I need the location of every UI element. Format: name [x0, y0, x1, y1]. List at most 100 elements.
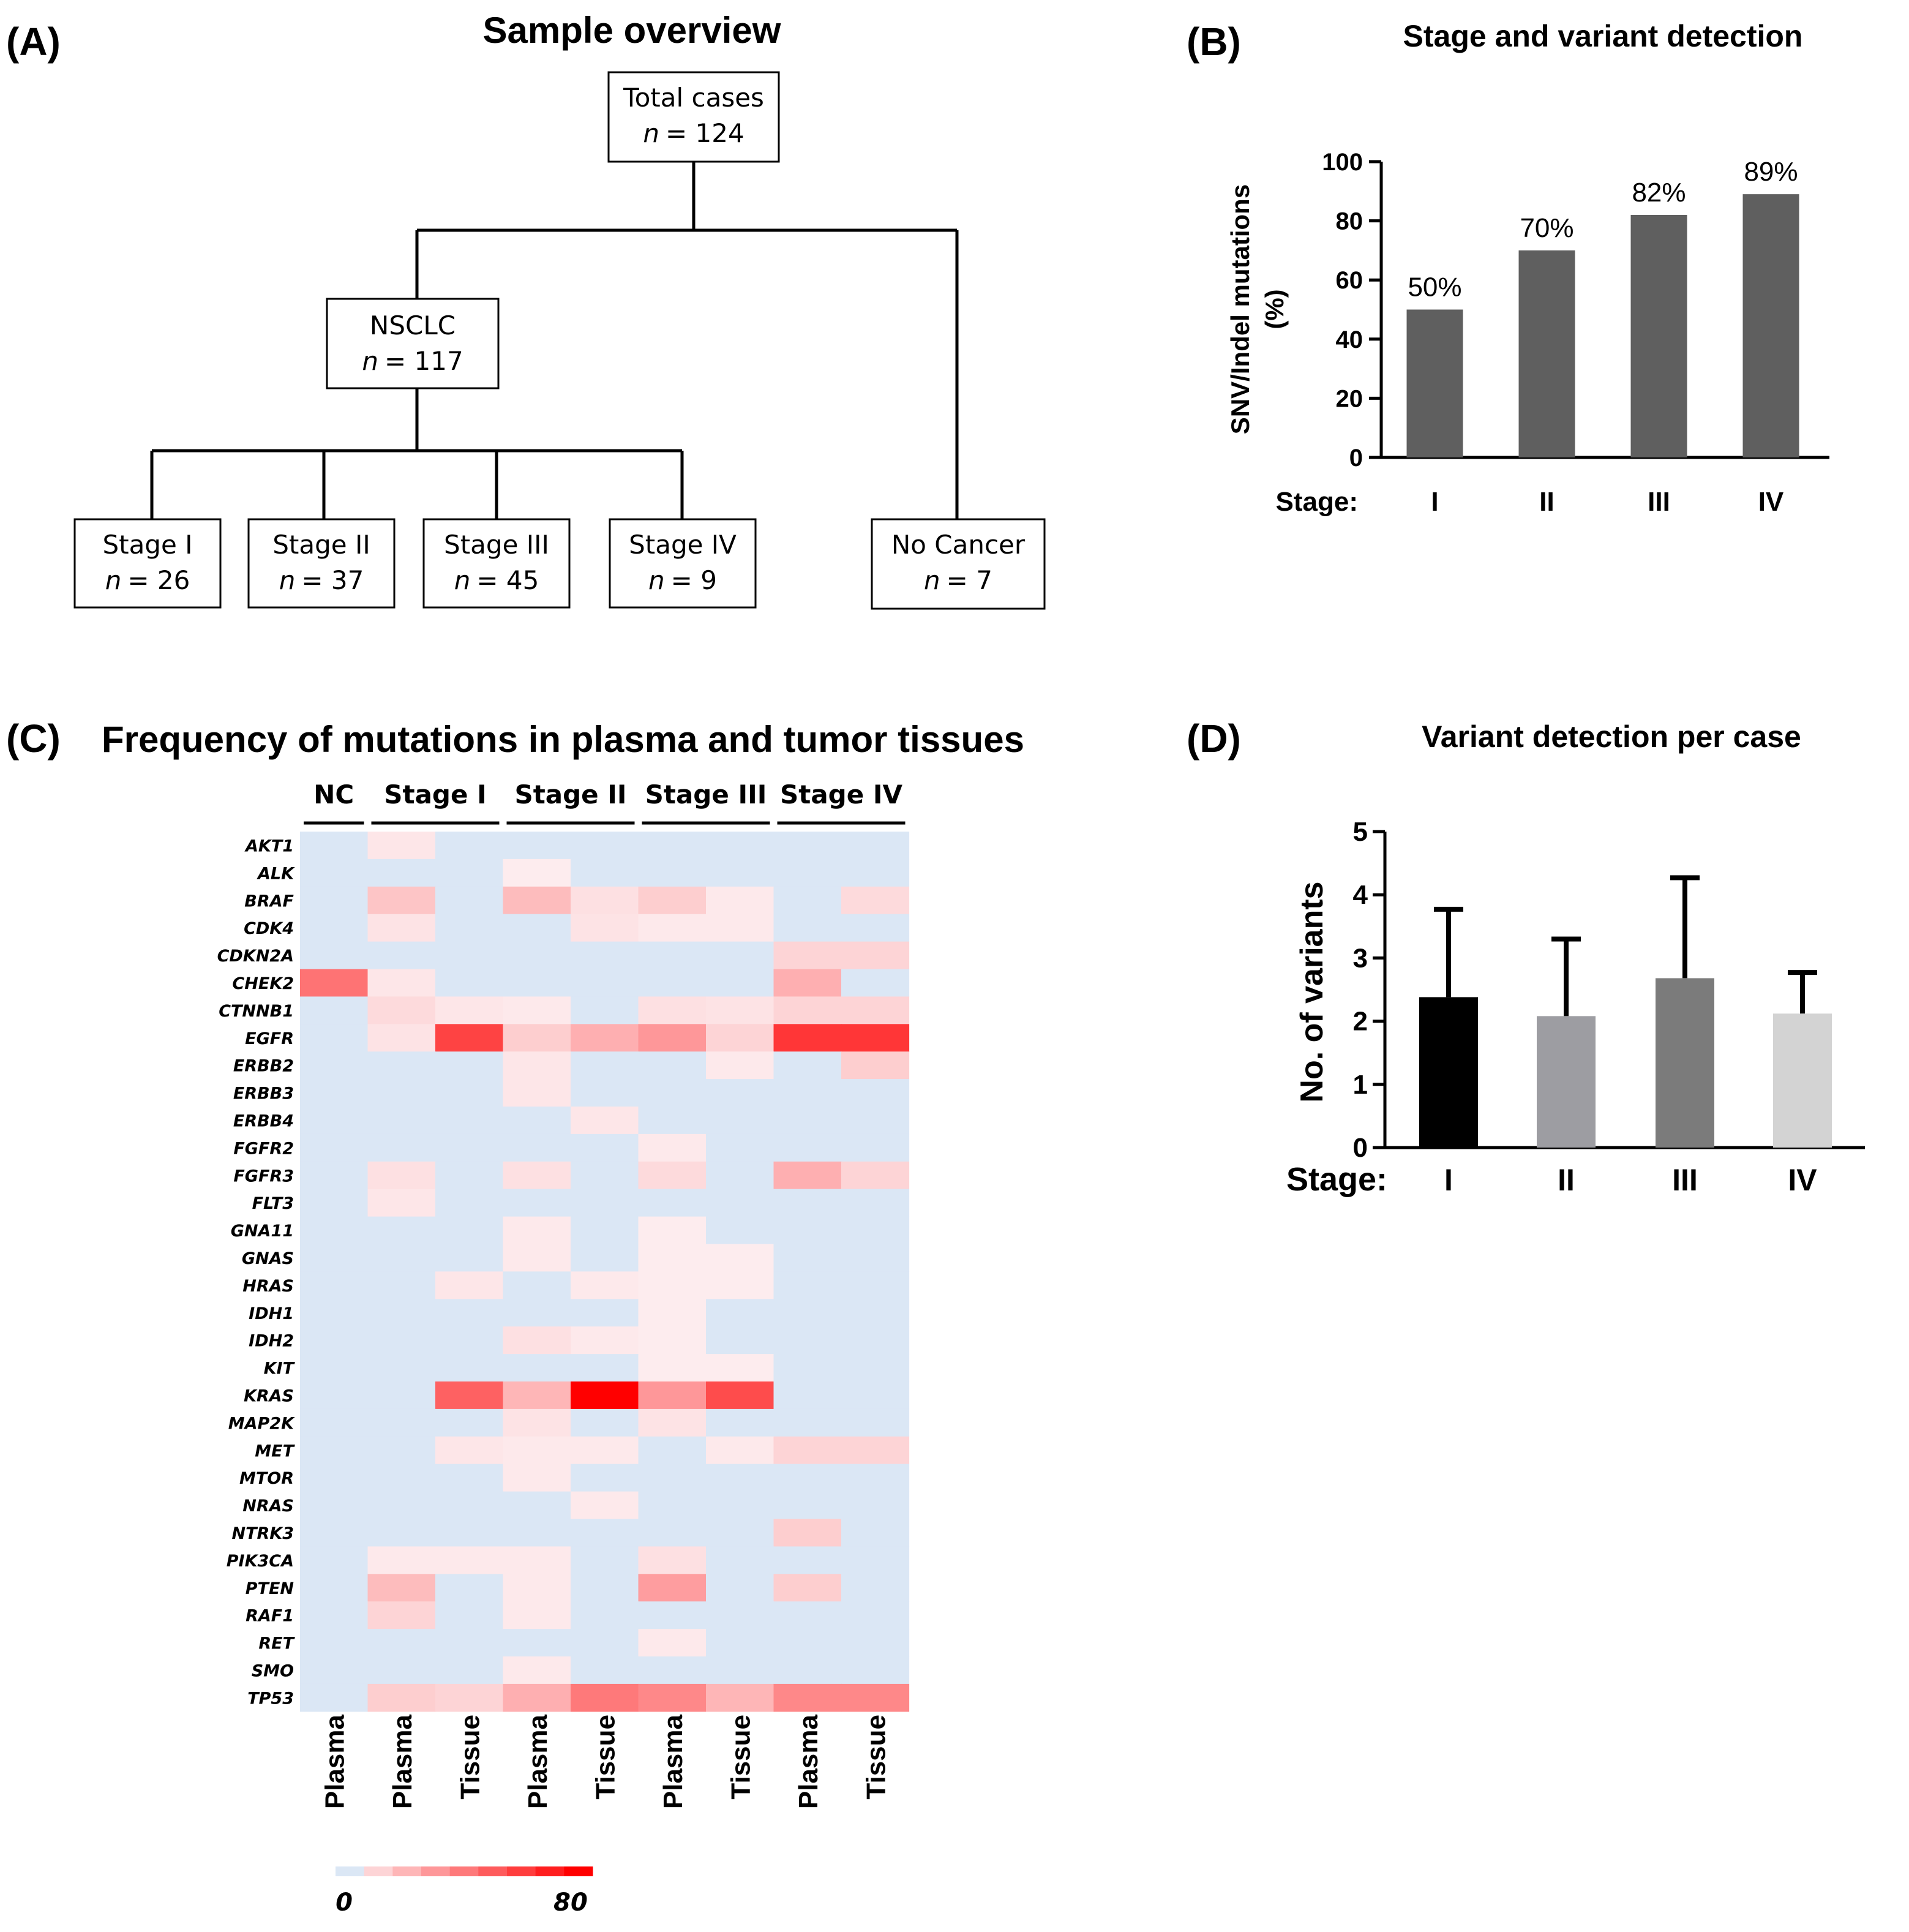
heatmap-cell [571, 1408, 639, 1437]
gene-row-label: AKT1 [244, 836, 294, 855]
heatmap-cell [300, 1656, 369, 1685]
gene-row-label: GNA11 [231, 1222, 294, 1241]
column-label: Tissue [590, 1715, 620, 1800]
heatmap-cell [300, 1601, 369, 1629]
n-value: = 117 [384, 346, 463, 376]
svg-text:n= 117: n= 117 [362, 346, 463, 376]
heatmap-cell [503, 1133, 571, 1162]
heatmap-cell [503, 1574, 571, 1602]
heatmap-cell [503, 859, 571, 887]
heatmap-cell [841, 1161, 910, 1190]
x-tick-label: IV [1788, 1163, 1817, 1197]
column-label: Tissue [726, 1715, 756, 1800]
heatmap-cell [300, 1133, 369, 1162]
y-tick-label: 4 [1353, 880, 1368, 910]
color-scale-swatch [364, 1866, 393, 1876]
heatmap-cell [773, 1161, 842, 1190]
heatmap-cell [773, 1299, 842, 1327]
gene-row-label: PIK3CA [227, 1552, 294, 1571]
heatmap-cell [773, 914, 842, 942]
heatmap-cell [300, 1519, 369, 1547]
heatmap-cell [571, 832, 639, 860]
heatmap-cell [300, 1216, 369, 1245]
heatmap-cell [503, 1107, 571, 1135]
x-tick-label: II [1539, 487, 1554, 517]
gene-row-label: IDH1 [249, 1304, 294, 1323]
heatmap-cell [571, 1381, 639, 1410]
heatmap-cell [638, 1519, 707, 1547]
heatmap-cell [638, 1299, 707, 1327]
heatmap-cell [841, 832, 910, 860]
heatmap-cell [773, 1244, 842, 1272]
heatmap-cell [706, 1574, 774, 1602]
heatmap-cell [435, 1271, 504, 1299]
y-tick-label: 0 [1353, 1133, 1368, 1163]
svg-text:n= 45: n= 45 [454, 565, 539, 595]
heatmap-cell [300, 1189, 369, 1217]
gene-row-label: RET [258, 1634, 295, 1653]
heatmap-cell [435, 1107, 504, 1135]
node-no-cancer: No Cancer n= 7 [871, 518, 1046, 610]
heatmap-cell [706, 1024, 774, 1052]
heatmap-cell [706, 1079, 774, 1107]
heatmap-cell [773, 1354, 842, 1382]
heatmap-cell [841, 1491, 910, 1520]
panel-letter-c: (C) [6, 716, 61, 761]
x-axis-label: Stage: [1286, 1161, 1387, 1198]
node-label: Stage IV [629, 530, 737, 560]
heatmap-cell [503, 1408, 571, 1437]
heatmap-cell [638, 1574, 707, 1602]
heatmap-cell [773, 1381, 842, 1410]
heatmap-cell [841, 969, 910, 997]
heatmap-cell [435, 832, 504, 860]
heatmap-cell [503, 1519, 571, 1547]
heatmap-cell [435, 886, 504, 915]
heatmap-cell [773, 1079, 842, 1107]
y-axis-label-line1: SNV/Indel mutations [1226, 184, 1255, 434]
heatmap-cell [773, 832, 842, 860]
group-header-label: Stage I [384, 780, 486, 810]
heatmap-cell [773, 996, 842, 1024]
heatmap-cell [638, 1271, 707, 1299]
heatmap-cell [706, 1189, 774, 1217]
heatmap-cell [435, 1381, 504, 1410]
heatmap-cell [503, 1656, 571, 1685]
heatmap-cell [367, 859, 436, 887]
heatmap-cell [706, 1683, 774, 1712]
node-stage-ii: Stage II n= 37 [247, 518, 396, 609]
heatmap-cell [367, 1216, 436, 1245]
heatmap-cell [841, 996, 910, 1024]
heatmap-cell [367, 1079, 436, 1107]
heatmap-cell [841, 1436, 910, 1465]
heatmap-cell [638, 1354, 707, 1382]
heatmap-cell [435, 1436, 504, 1465]
x-axis-label: Stage: [1276, 487, 1358, 517]
node-label: No Cancer [891, 530, 1026, 560]
heatmap-cell [435, 1656, 504, 1685]
heatmap-cell [367, 1574, 436, 1602]
heatmap-cell [300, 1079, 369, 1107]
heatmap-cell [841, 1601, 910, 1629]
n-symbol: n [648, 565, 665, 595]
chart-b: 02040608010050%I70%II82%III89%IVStage:SN… [1226, 149, 1829, 517]
heatmap-cell [638, 886, 707, 915]
bar-data-label: 50% [1408, 273, 1461, 303]
heatmap-cell [367, 832, 436, 860]
bar [1419, 997, 1478, 1148]
column-label: Tissue [861, 1715, 891, 1800]
heatmap-cell [571, 1656, 639, 1685]
heatmap-cell [367, 1189, 436, 1217]
heatmap-cell [841, 1271, 910, 1299]
gene-row-label: IDH2 [249, 1332, 294, 1351]
heatmap-cell [841, 941, 910, 970]
heatmap-cell [571, 1436, 639, 1465]
chart-b-title: Stage and variant detection [1403, 19, 1803, 53]
heatmap-cell [435, 1408, 504, 1437]
svg-text:n= 37: n= 37 [279, 565, 364, 595]
heatmap-cell [300, 941, 369, 970]
node-label: Stage II [272, 530, 370, 560]
bar [1773, 1013, 1832, 1148]
heatmap-cell [638, 969, 707, 997]
